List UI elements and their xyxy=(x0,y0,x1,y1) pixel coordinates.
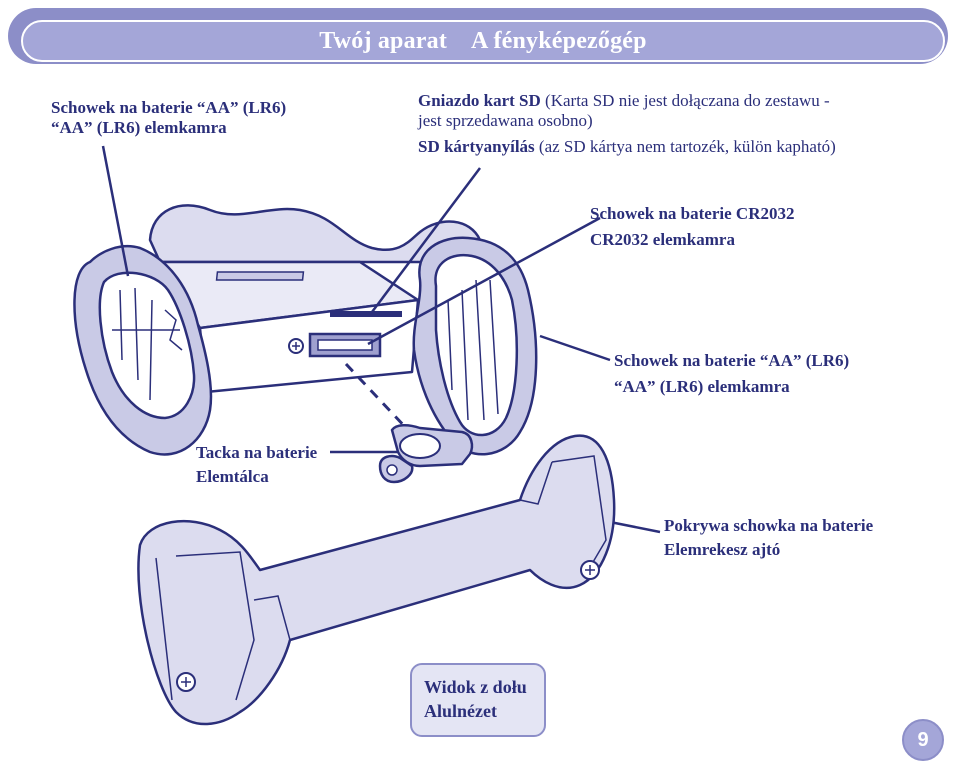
label-aa-right-pl: Schowek na baterie “AA” (LR6) xyxy=(614,351,850,370)
camera-top-pad xyxy=(148,204,482,264)
label-sd-line3-plain: (az SD kártya nem tartozék, külön kaphat… xyxy=(534,137,836,156)
top-slot xyxy=(215,271,305,281)
label-cover-pl: Pokrywa schowka na baterie xyxy=(664,516,874,535)
label-cover: Pokrywa schowka na baterie Elemrekesz aj… xyxy=(664,516,873,560)
label-aa-left-pl: Schowek na baterie “AA” (LR6) xyxy=(51,98,287,117)
battery-cover xyxy=(137,434,616,726)
left-grip-inner xyxy=(98,271,196,420)
label-aa-left-hu: “AA” (LR6) elemkamra xyxy=(51,118,227,137)
label-sd-line2: jest sprzedawana osobno) xyxy=(418,111,593,130)
view-label-pl: Widok z dołu xyxy=(424,677,527,697)
label-sd-line1-bold: Gniazdo kart SD xyxy=(418,91,541,110)
label-aa-right-hu: “AA” (LR6) elemkamra xyxy=(614,377,790,396)
view-label-box: Widok z dołu Alulnézet xyxy=(410,663,546,737)
label-cr2032-pl: Schowek na baterie CR2032 xyxy=(590,204,795,223)
header-title: Twój aparat A fényképezőgép xyxy=(21,20,945,62)
label-aa-left: Schowek na baterie “AA” (LR6) “AA” (LR6)… xyxy=(51,98,286,138)
label-sd-line3-bold: SD kártyanyílás xyxy=(418,137,535,156)
header-bar: Twój aparat A fényképezőgép xyxy=(8,8,948,64)
label-tray-pl: Tacka na baterie xyxy=(196,443,318,462)
label-tray-hu: Elemtálca xyxy=(196,467,269,486)
label-cr2032: Schowek na baterie CR2032 CR2032 elemkam… xyxy=(590,204,794,250)
label-cr2032-hu: CR2032 elemkamra xyxy=(590,230,735,249)
label-aa-right: Schowek na baterie “AA” (LR6) “AA” (LR6)… xyxy=(614,351,849,397)
label-cover-hu: Elemrekesz ajtó xyxy=(664,540,781,559)
page-number: 9 xyxy=(902,719,944,761)
view-label-hu: Alulnézet xyxy=(424,701,497,721)
header-title-pl: Twój aparat xyxy=(319,27,448,54)
sd-slot xyxy=(330,311,402,317)
label-sd-line3: SD kártyanyílás (az SD kártya nem tartoz… xyxy=(418,137,836,157)
header-title-hu: A fényképezőgép xyxy=(471,27,647,54)
label-tray: Tacka na baterie Elemtálca xyxy=(196,443,317,487)
label-sd-line1-plain: (Karta SD nie jest dołączana do zestawu … xyxy=(540,91,830,110)
label-sd-slot: Gniazdo kart SD (Karta SD nie jest dołąc… xyxy=(418,91,836,157)
label-sd-line1: Gniazdo kart SD (Karta SD nie jest dołąc… xyxy=(418,91,836,111)
